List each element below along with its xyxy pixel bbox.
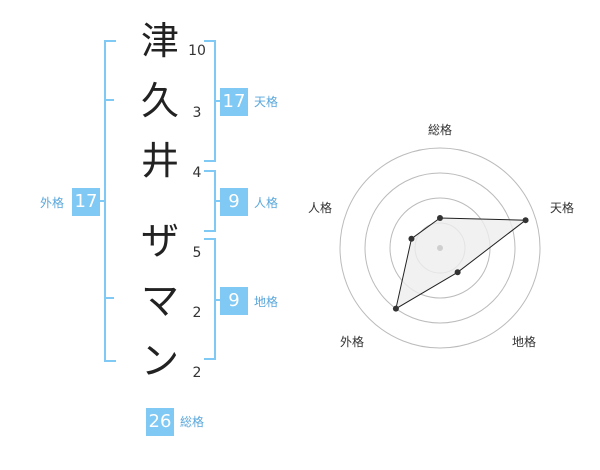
stroke-count-5: 2 — [192, 305, 202, 321]
stroke-count-2: 3 — [192, 105, 202, 121]
tenkaku-label: 天格 — [254, 95, 279, 109]
axis-label-soukaku: 総格 — [428, 122, 452, 137]
axis-label-gaikaku: 外格 — [340, 334, 364, 349]
soukaku-value: 26 — [146, 408, 174, 436]
radar-point-1 — [437, 215, 443, 221]
radar-ring — [339, 147, 541, 349]
axis-label-jinkaku: 人格 — [308, 200, 332, 215]
radar-point-3 — [454, 269, 461, 276]
radar-area — [395, 217, 528, 310]
gaikaku-bracket-tick — [104, 99, 114, 101]
radar-points — [392, 215, 529, 312]
gaikaku-label: 外格 — [40, 196, 65, 210]
name-char-4: ザ — [140, 219, 179, 263]
stroke-count-3: 4 — [192, 165, 202, 181]
axis-label-tenkaku: 天格 — [550, 200, 574, 215]
chikaku-value: 9 — [220, 287, 248, 315]
radar-ring — [364, 172, 516, 324]
stroke-count-4: 5 — [192, 245, 202, 261]
gaikaku-value: 17 — [72, 188, 100, 216]
gaikaku-bracket-connector — [100, 200, 106, 202]
tenkaku-value: 17 — [220, 88, 248, 116]
name-char-2: 久 — [140, 79, 179, 123]
soukaku-label: 総格 — [180, 415, 205, 429]
axis-label-chikaku: 地格 — [512, 334, 536, 349]
name-char-3: 井 — [140, 139, 179, 183]
radar-point-2 — [522, 217, 529, 224]
name-char-6: ン — [140, 339, 179, 383]
radar-center-dot — [437, 245, 443, 251]
radar-point-5 — [408, 235, 415, 242]
jinkaku-value: 9 — [220, 188, 248, 216]
jinkaku-label: 人格 — [254, 196, 279, 210]
chikaku-label: 地格 — [254, 295, 279, 309]
radar-point-4 — [392, 305, 399, 312]
gaikaku-bracket-tick — [104, 297, 114, 299]
radar-chart: 総格 天格 地格 外格 人格 — [308, 122, 574, 349]
name-char-1: 津 — [140, 19, 179, 63]
jinkaku-bracket-connector — [214, 200, 222, 202]
chikaku-bracket-connector — [214, 299, 222, 301]
stroke-count-6: 2 — [192, 365, 202, 381]
name-char-5: マ — [140, 279, 179, 323]
stroke-count-1: 10 — [188, 43, 206, 59]
tenkaku-bracket-connector — [214, 100, 222, 102]
